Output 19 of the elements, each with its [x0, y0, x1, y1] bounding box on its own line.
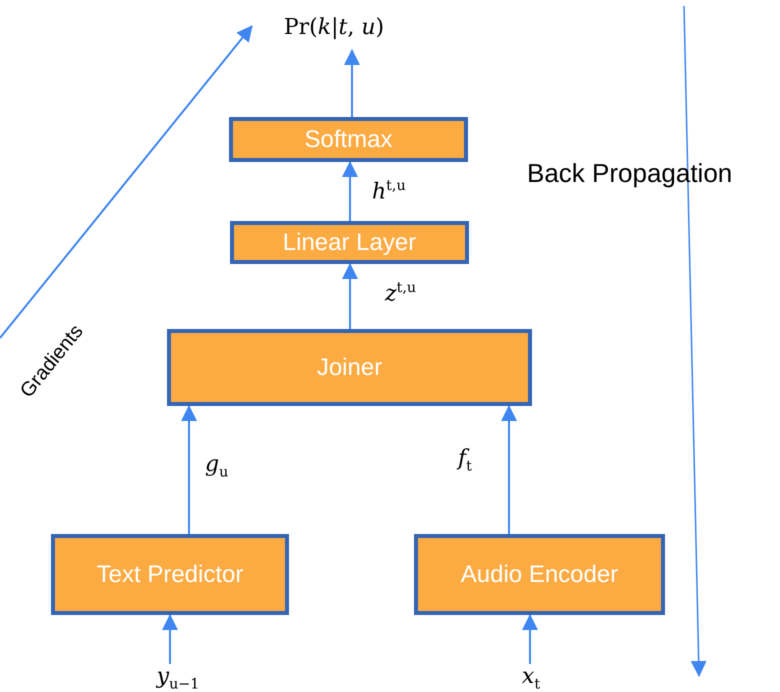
arrow [181, 405, 197, 534]
arrow [344, 49, 360, 117]
arrow [522, 614, 538, 664]
arrow [342, 161, 358, 221]
edge-label: h$^{t,u}$ [372, 178, 406, 204]
process-box: Audio Encoder [414, 534, 665, 615]
edge-label: f$_{t}$ [458, 446, 472, 474]
math-label: x$_{t}$ [508, 664, 554, 692]
edge-label: z$^{t,u}$ [385, 280, 416, 306]
edge-label: g$_{u}$ [205, 452, 228, 480]
arrow [501, 405, 517, 534]
math-label: y$_{u−1}$ [140, 664, 216, 692]
math-label: Pr(k|t, u) [272, 8, 396, 46]
process-box: Softmax [229, 117, 468, 162]
process-box: Joiner [167, 329, 532, 406]
arrow [162, 614, 178, 664]
arrow [342, 263, 358, 329]
process-box: Linear Layer [230, 221, 469, 264]
process-box: Text Predictor [51, 534, 289, 615]
